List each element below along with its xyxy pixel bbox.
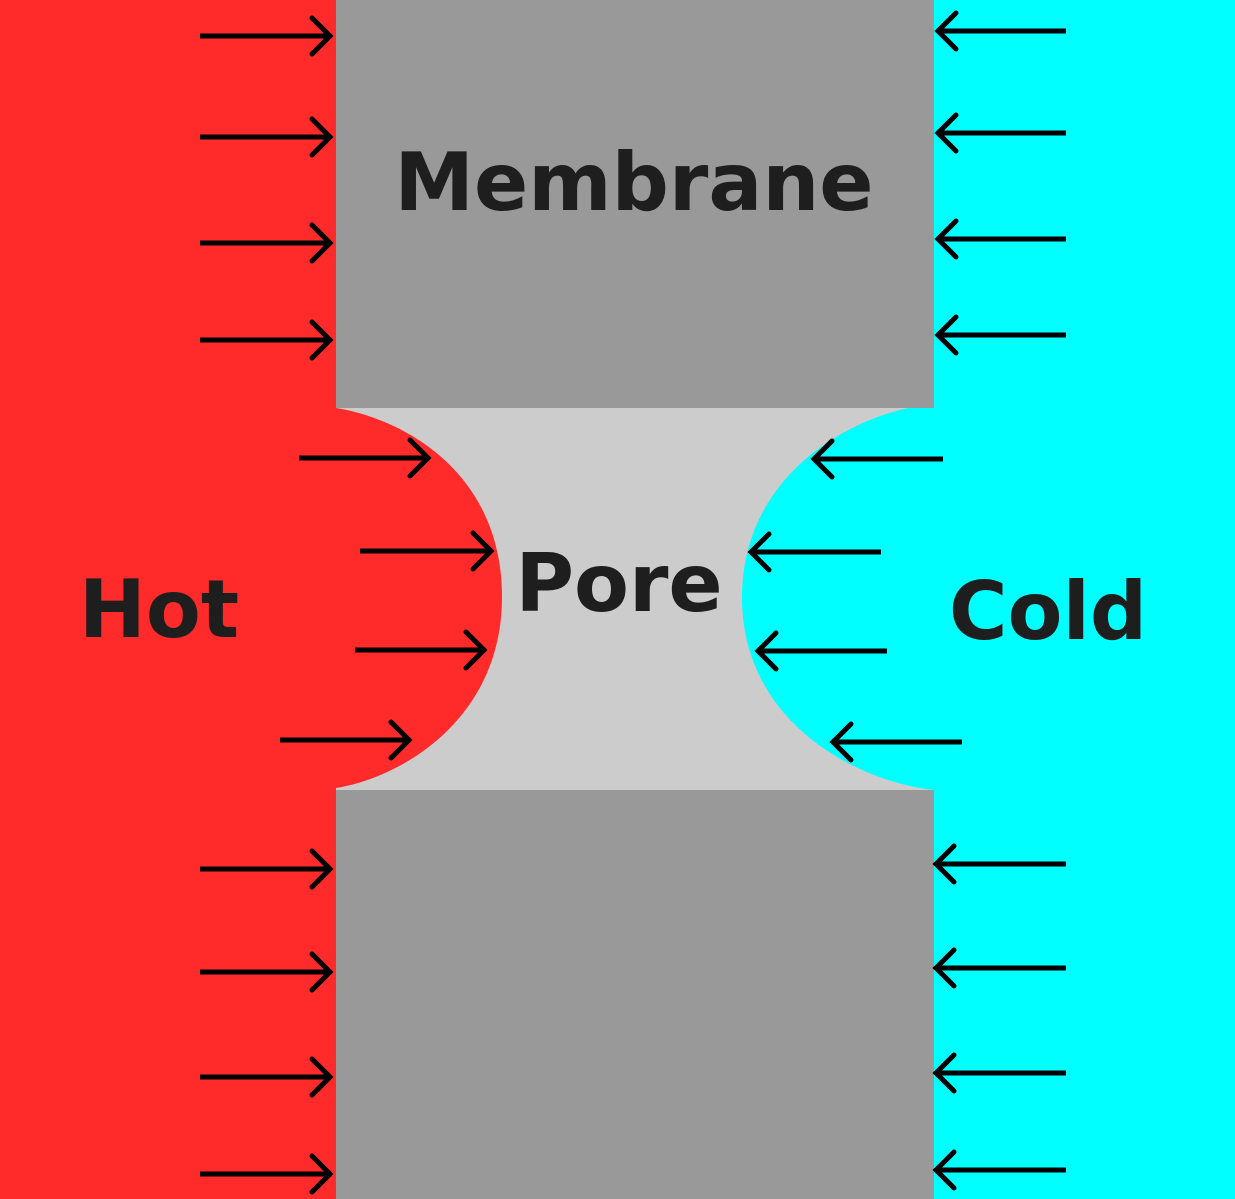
cold-meniscus	[742, 404, 934, 790]
hot-inner-arrow-4	[280, 719, 413, 761]
cold-outer-arrow-1	[934, 10, 1066, 52]
hot-outer-arrow-1	[200, 15, 334, 57]
hot-outer-arrow-6	[200, 951, 334, 993]
cold-side-region	[934, 0, 1235, 1199]
cold-outer-arrow-6	[932, 947, 1066, 989]
hot-outer-arrow-2	[200, 116, 334, 158]
cold-outer-arrow-5	[932, 843, 1066, 885]
hot-meniscus	[336, 408, 502, 788]
cold-outer-arrow-8	[932, 1149, 1066, 1191]
hot-inner-arrow-3	[355, 629, 488, 671]
membrane-label: Membrane	[394, 136, 873, 229]
hot-outer-arrow-3	[200, 222, 334, 264]
cold-outer-arrow-7	[932, 1052, 1066, 1094]
cold-inner-arrow-1	[810, 438, 943, 480]
membrane-top-block	[336, 0, 934, 408]
membrane-bottom-block	[336, 790, 934, 1199]
pore-label: Pore	[515, 537, 722, 630]
hot-label: Hot	[79, 563, 239, 656]
cold-inner-arrow-4	[829, 721, 962, 763]
hot-outer-arrow-5	[200, 848, 334, 890]
cold-outer-arrows	[932, 10, 1066, 1191]
hot-side-region	[0, 0, 336, 1199]
cold-inner-arrow-3	[754, 630, 887, 672]
cold-outer-arrow-4	[934, 314, 1066, 356]
cold-inner-arrow-2	[747, 531, 881, 573]
cold-label: Cold	[949, 565, 1147, 658]
cold-outer-arrow-2	[934, 112, 1066, 154]
cold-outer-arrow-3	[934, 218, 1066, 260]
hot-outer-arrow-7	[200, 1056, 334, 1098]
hot-outer-arrow-8	[200, 1153, 334, 1195]
cold-inner-arrows	[747, 438, 962, 763]
hot-inner-arrow-1	[299, 437, 432, 479]
hot-inner-arrows	[280, 437, 495, 761]
hot-outer-arrow-4	[200, 319, 334, 361]
hot-outer-arrows	[200, 15, 334, 1195]
hot-inner-arrow-2	[360, 530, 495, 572]
